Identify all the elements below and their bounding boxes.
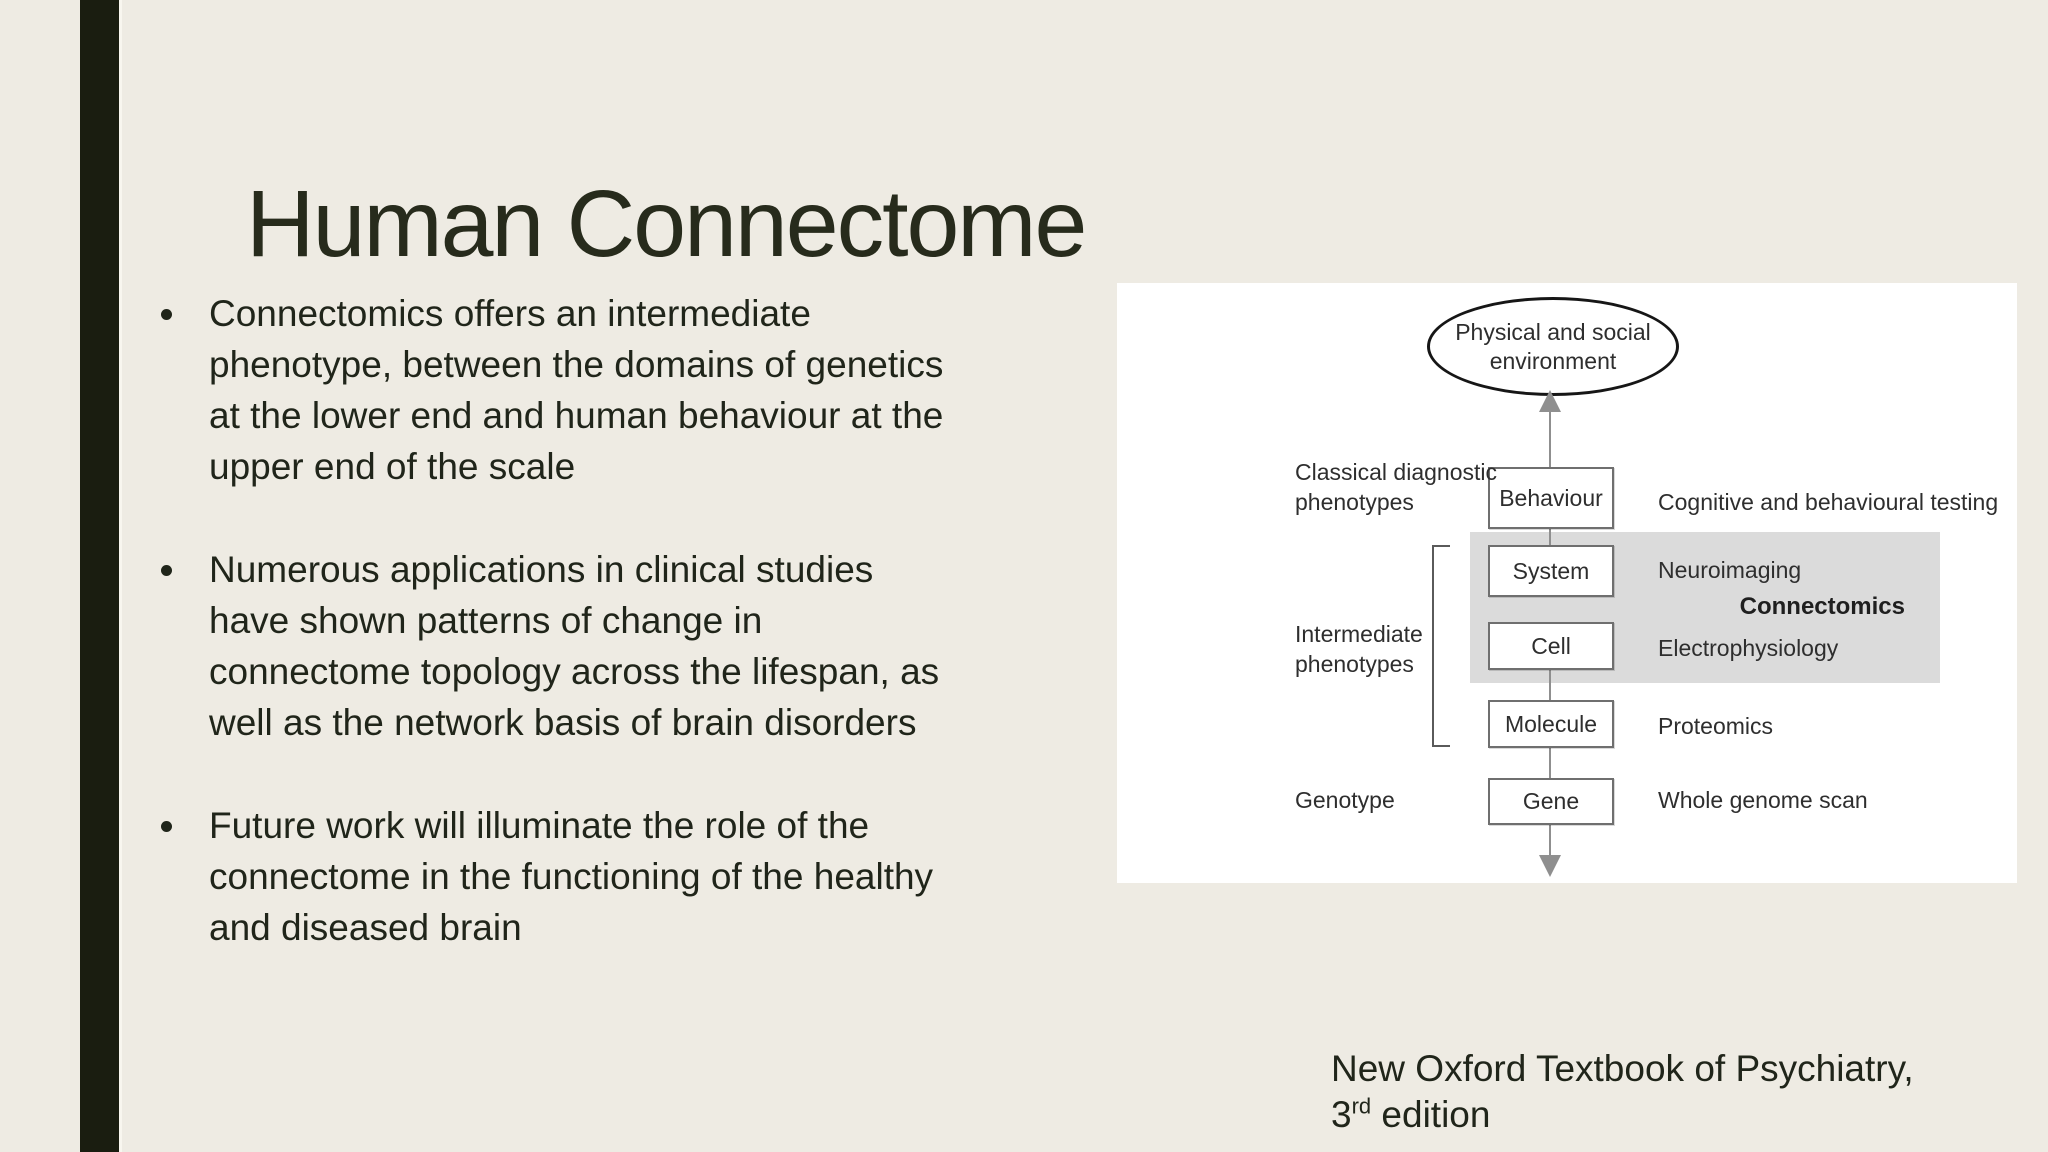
label-classical-diagnostic-phenotypes: Classical diagnostic phenotypes (1295, 459, 1497, 515)
environment-ellipse-label: Physical and social environment (1455, 318, 1651, 374)
bullet-item: Numerous applications in clinical studie… (161, 544, 1121, 748)
node-system: System (1488, 545, 1614, 597)
intermediate-phenotypes-bracket (1432, 545, 1450, 747)
bullet-dot (161, 821, 172, 832)
bullet-item: Future work will illuminate the role of … (161, 800, 1121, 953)
label-connectomics: Connectomics (1739, 593, 1905, 620)
bullet-text: Connectomics offers an intermediate phen… (209, 293, 944, 487)
label-proteomics: Proteomics (1658, 713, 1774, 739)
connector-line (1549, 529, 1551, 545)
connector-line (1549, 670, 1551, 700)
bullet-dot (161, 565, 172, 576)
connector-line (1549, 825, 1551, 857)
bullet-item: Connectomics offers an intermediate phen… (161, 288, 1121, 492)
node-cell: Cell (1488, 622, 1614, 670)
connector-line (1549, 748, 1551, 778)
node-molecule: Molecule (1488, 700, 1614, 748)
bullet-text: Numerous applications in clinical studie… (209, 549, 940, 743)
connector-line (1549, 409, 1551, 467)
label-genotype: Genotype (1295, 787, 1395, 813)
node-gene: Gene (1488, 778, 1614, 825)
label-cognitive-behavioural-testing: Cognitive and behavioural testing (1658, 489, 1999, 515)
label-intermediate-phenotypes: Intermediate phenotypes (1295, 621, 1423, 677)
label-neuroimaging: Neuroimaging (1658, 557, 1802, 583)
arrow-down-icon (1539, 855, 1561, 877)
arrow-up-icon (1539, 390, 1561, 412)
citation-line1: New Oxford Textbook of Psychiatry, (1331, 1048, 1914, 1089)
node-behaviour: Behaviour (1488, 467, 1614, 529)
citation-edition-number: 3 (1331, 1094, 1352, 1135)
citation-line2: 3rd edition (1331, 1092, 1914, 1138)
citation-edition-rest: edition (1371, 1094, 1491, 1135)
label-whole-genome-scan: Whole genome scan (1658, 787, 1868, 813)
bullet-text: Future work will illuminate the role of … (209, 805, 934, 948)
environment-ellipse: Physical and social environment (1427, 297, 1679, 396)
accent-bar (80, 0, 122, 1152)
bullet-dot (161, 309, 172, 320)
bullet-list: Connectomics offers an intermediate phen… (161, 288, 1121, 1005)
label-electrophysiology: Electrophysiology (1658, 635, 1839, 661)
connectome-figure-panel: Physical and social environment Behaviou… (1117, 283, 2017, 883)
citation-edition-ordinal: rd (1351, 1093, 1372, 1119)
slide-title: Human Connectome (246, 170, 1087, 277)
citation: New Oxford Textbook of Psychiatry, 3rd e… (1331, 1046, 1914, 1138)
